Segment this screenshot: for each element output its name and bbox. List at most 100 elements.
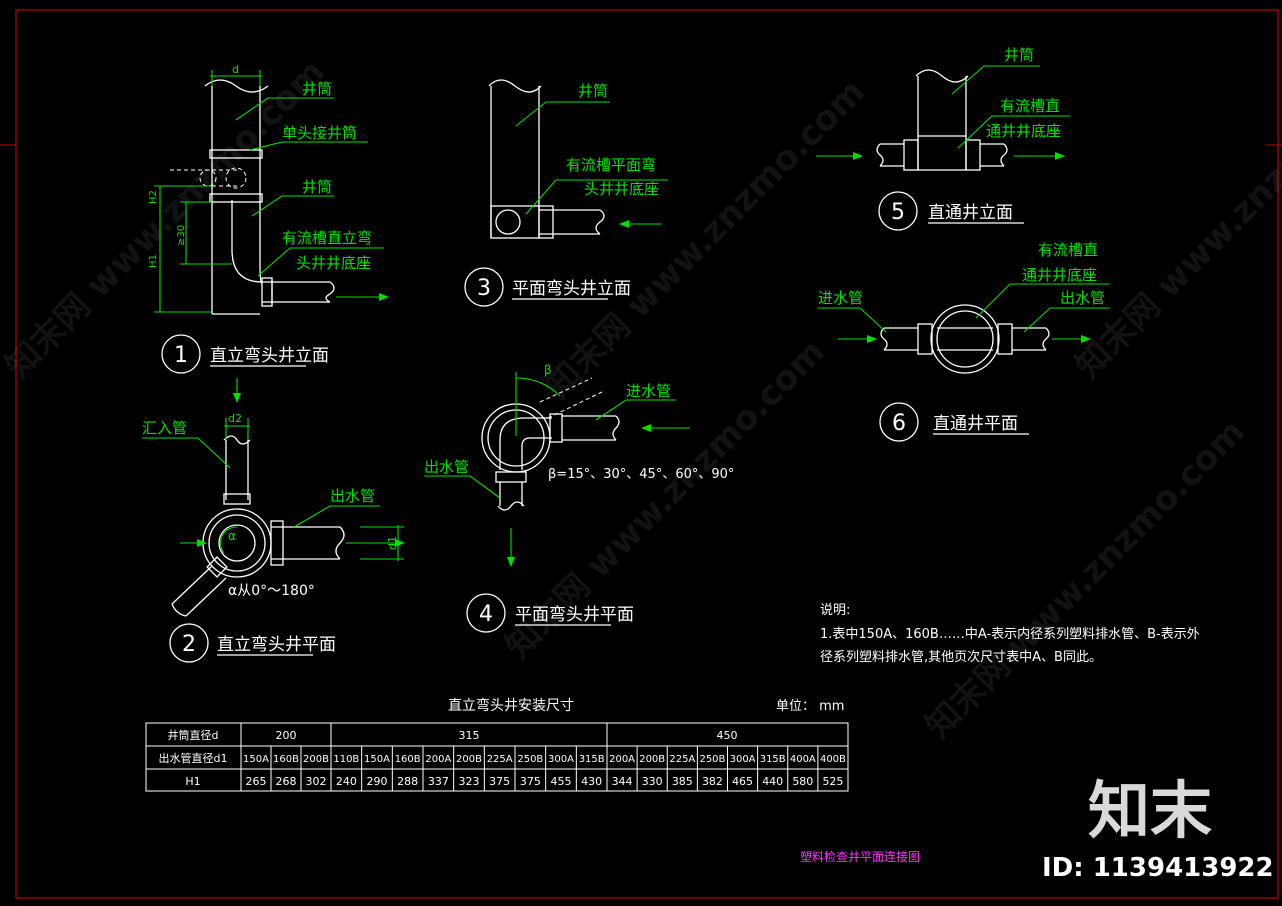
label-youliu-zhili-1: 有流槽直立弯 (282, 229, 372, 247)
view-title: 直立弯头井立面 (210, 346, 329, 366)
label-youliu-zhitong-1: 有流槽直 (1038, 241, 1098, 259)
view-5-title: 5 直通井立面 (878, 191, 1024, 231)
brand-logo: 知末 (1088, 774, 1212, 847)
label-chushui: 出水管 (424, 458, 469, 476)
table-cell-d1: 300A (730, 754, 756, 765)
drawing-title: 塑料检查井平面连接图 (800, 849, 920, 864)
table-cell-h1: 375 (489, 775, 510, 788)
table-cell-h1: 323 (459, 775, 480, 788)
view-2-plan: d2 d1 α α从0°～180° 汇入管 出水管 (142, 378, 405, 617)
table-cell-d1: 160B (273, 754, 299, 765)
view-number: 6 (892, 411, 906, 436)
view-3-title: 3 平面弯头井立面 (464, 267, 631, 307)
table-cell-d1: 300A (548, 754, 574, 765)
table-group-header: 315 (459, 729, 480, 742)
table-group-header: 200 (276, 729, 297, 742)
label-alpha-range: α从0°～180° (228, 583, 315, 599)
label-chushui: 出水管 (1060, 289, 1105, 307)
table-cell-h1: 330 (642, 775, 663, 788)
table-group-header: 450 (717, 729, 738, 742)
table-cell-h1: 580 (792, 775, 813, 788)
table-cell-d1: 110B (333, 754, 359, 765)
dim-h1: H1 (148, 254, 159, 268)
label-youliu-zhitong-2: 通井井底座 (1022, 266, 1097, 284)
dim-d: d (232, 63, 239, 76)
table-title: 直立弯头井安装尺寸 (448, 697, 574, 714)
notes: 说明: 1.表中150A、160B……中A-表示内径系列塑料排水管、B-表示外 … (820, 603, 1200, 665)
view-4-title: 4 平面弯头井平面 (466, 593, 634, 633)
view-1-elevation: d H2 H1 ≥30 井筒 单头接井筒 井筒 有流槽直立弯 头井井底座 (148, 63, 389, 315)
table-cell-h1: 265 (246, 775, 267, 788)
table-cell-h1: 268 (276, 775, 297, 788)
table-cell-d1: 200A (609, 754, 635, 765)
view-title: 直通井平面 (933, 414, 1018, 434)
table-cell-d1: 200B (303, 754, 329, 765)
table-cell-d1: 225A (669, 754, 695, 765)
notes-line-2: 径系列塑料排水管,其他页次尺寸表中A、B同此。 (820, 649, 1102, 665)
table-cell-h1: 385 (672, 775, 693, 788)
table-cell-h1: 525 (822, 775, 843, 788)
table-row-label: H1 (185, 775, 200, 788)
notes-line-1: 1.表中150A、160B……中A-表示内径系列塑料排水管、B-表示外 (820, 626, 1200, 642)
table-cell-d1: 400B (820, 754, 846, 765)
table-cell-d1: 225A (487, 754, 513, 765)
watermark: 知末网 www.znzmo.com (918, 412, 1253, 747)
watermark: 知末网 www.znzmo.com (0, 52, 333, 387)
label-jinshui: 进水管 (626, 382, 671, 400)
label-alpha: α (228, 529, 236, 543)
table-cell-h1: 465 (732, 775, 753, 788)
table-cell-d1: 400A (790, 754, 816, 765)
view-1-title: 1 直立弯头井立面 (161, 334, 329, 374)
table-row-label: 出水管直径d1 (159, 751, 228, 765)
label-chushui: 出水管 (330, 487, 375, 505)
table-cell-h1: 240 (336, 775, 357, 788)
label-huiru: 汇入管 (142, 419, 187, 437)
table-cell-d1: 160B (395, 754, 421, 765)
table-cell-d1: 200B (639, 754, 665, 765)
table-cell-h1: 440 (762, 775, 783, 788)
label-beta: β (544, 363, 552, 377)
dim-ge30: ≥30 (176, 225, 187, 246)
notes-heading: 说明: (820, 603, 850, 618)
table-cell-h1: 382 (702, 775, 723, 788)
view-5-elevation: 井筒 有流槽直 通井井底座 (816, 46, 1070, 171)
watermark: 知末网 www.znzmo.com (1068, 52, 1282, 387)
table-cell-h1: 344 (612, 775, 633, 788)
dim-d2: d2 (228, 412, 242, 425)
label-dantou: 单头接井筒 (282, 124, 357, 142)
table-cell-d1: 200B (456, 754, 482, 765)
table-cell-d1: 200A (425, 754, 451, 765)
label-youliu-zhitong-1: 有流槽直 (1000, 97, 1060, 115)
view-number: 4 (479, 602, 493, 627)
label-jingtong: 井筒 (578, 82, 608, 100)
label-jingtong: 井筒 (302, 178, 332, 196)
dim-h2: H2 (148, 190, 159, 204)
view-number: 5 (891, 200, 905, 225)
label-jingtong: 井筒 (1004, 46, 1034, 64)
table-cell-h1: 455 (551, 775, 572, 788)
table-cell-h1: 288 (397, 775, 418, 788)
table-cell-h1: 302 (306, 775, 327, 788)
table-cell-d1: 315B (579, 754, 605, 765)
table-cell-h1: 290 (367, 775, 388, 788)
label-jinshui: 进水管 (818, 289, 863, 307)
table-cell-h1: 337 (428, 775, 449, 788)
view-number: 2 (182, 632, 196, 657)
label-jingtong: 井筒 (302, 80, 332, 98)
table-cell-h1: 430 (581, 775, 602, 788)
view-title: 直通井立面 (928, 203, 1013, 223)
table-unit: 单位： mm (776, 699, 844, 714)
label-youliu-zhitong-2: 通井井底座 (986, 122, 1061, 140)
view-3-elevation: 井筒 有流槽平面弯 头井井底座 (488, 79, 668, 239)
view-4-plan: β 进水管 出水管 β=15°、30°、45°、60°、90° (424, 363, 734, 567)
label-beta-range: β=15°、30°、45°、60°、90° (548, 467, 734, 482)
view-title: 平面弯头井立面 (512, 279, 631, 299)
view-number: 3 (477, 276, 491, 301)
view-2-title: 2 直立弯头井平面 (169, 623, 336, 663)
table-cell-d1: 150A (364, 754, 390, 765)
label-youliu-pingmian-1: 有流槽平面弯 (566, 156, 656, 174)
view-title: 直立弯头井平面 (217, 635, 336, 655)
view-number: 1 (174, 343, 188, 368)
brand-id: ID: 1139413922 (1042, 853, 1274, 883)
